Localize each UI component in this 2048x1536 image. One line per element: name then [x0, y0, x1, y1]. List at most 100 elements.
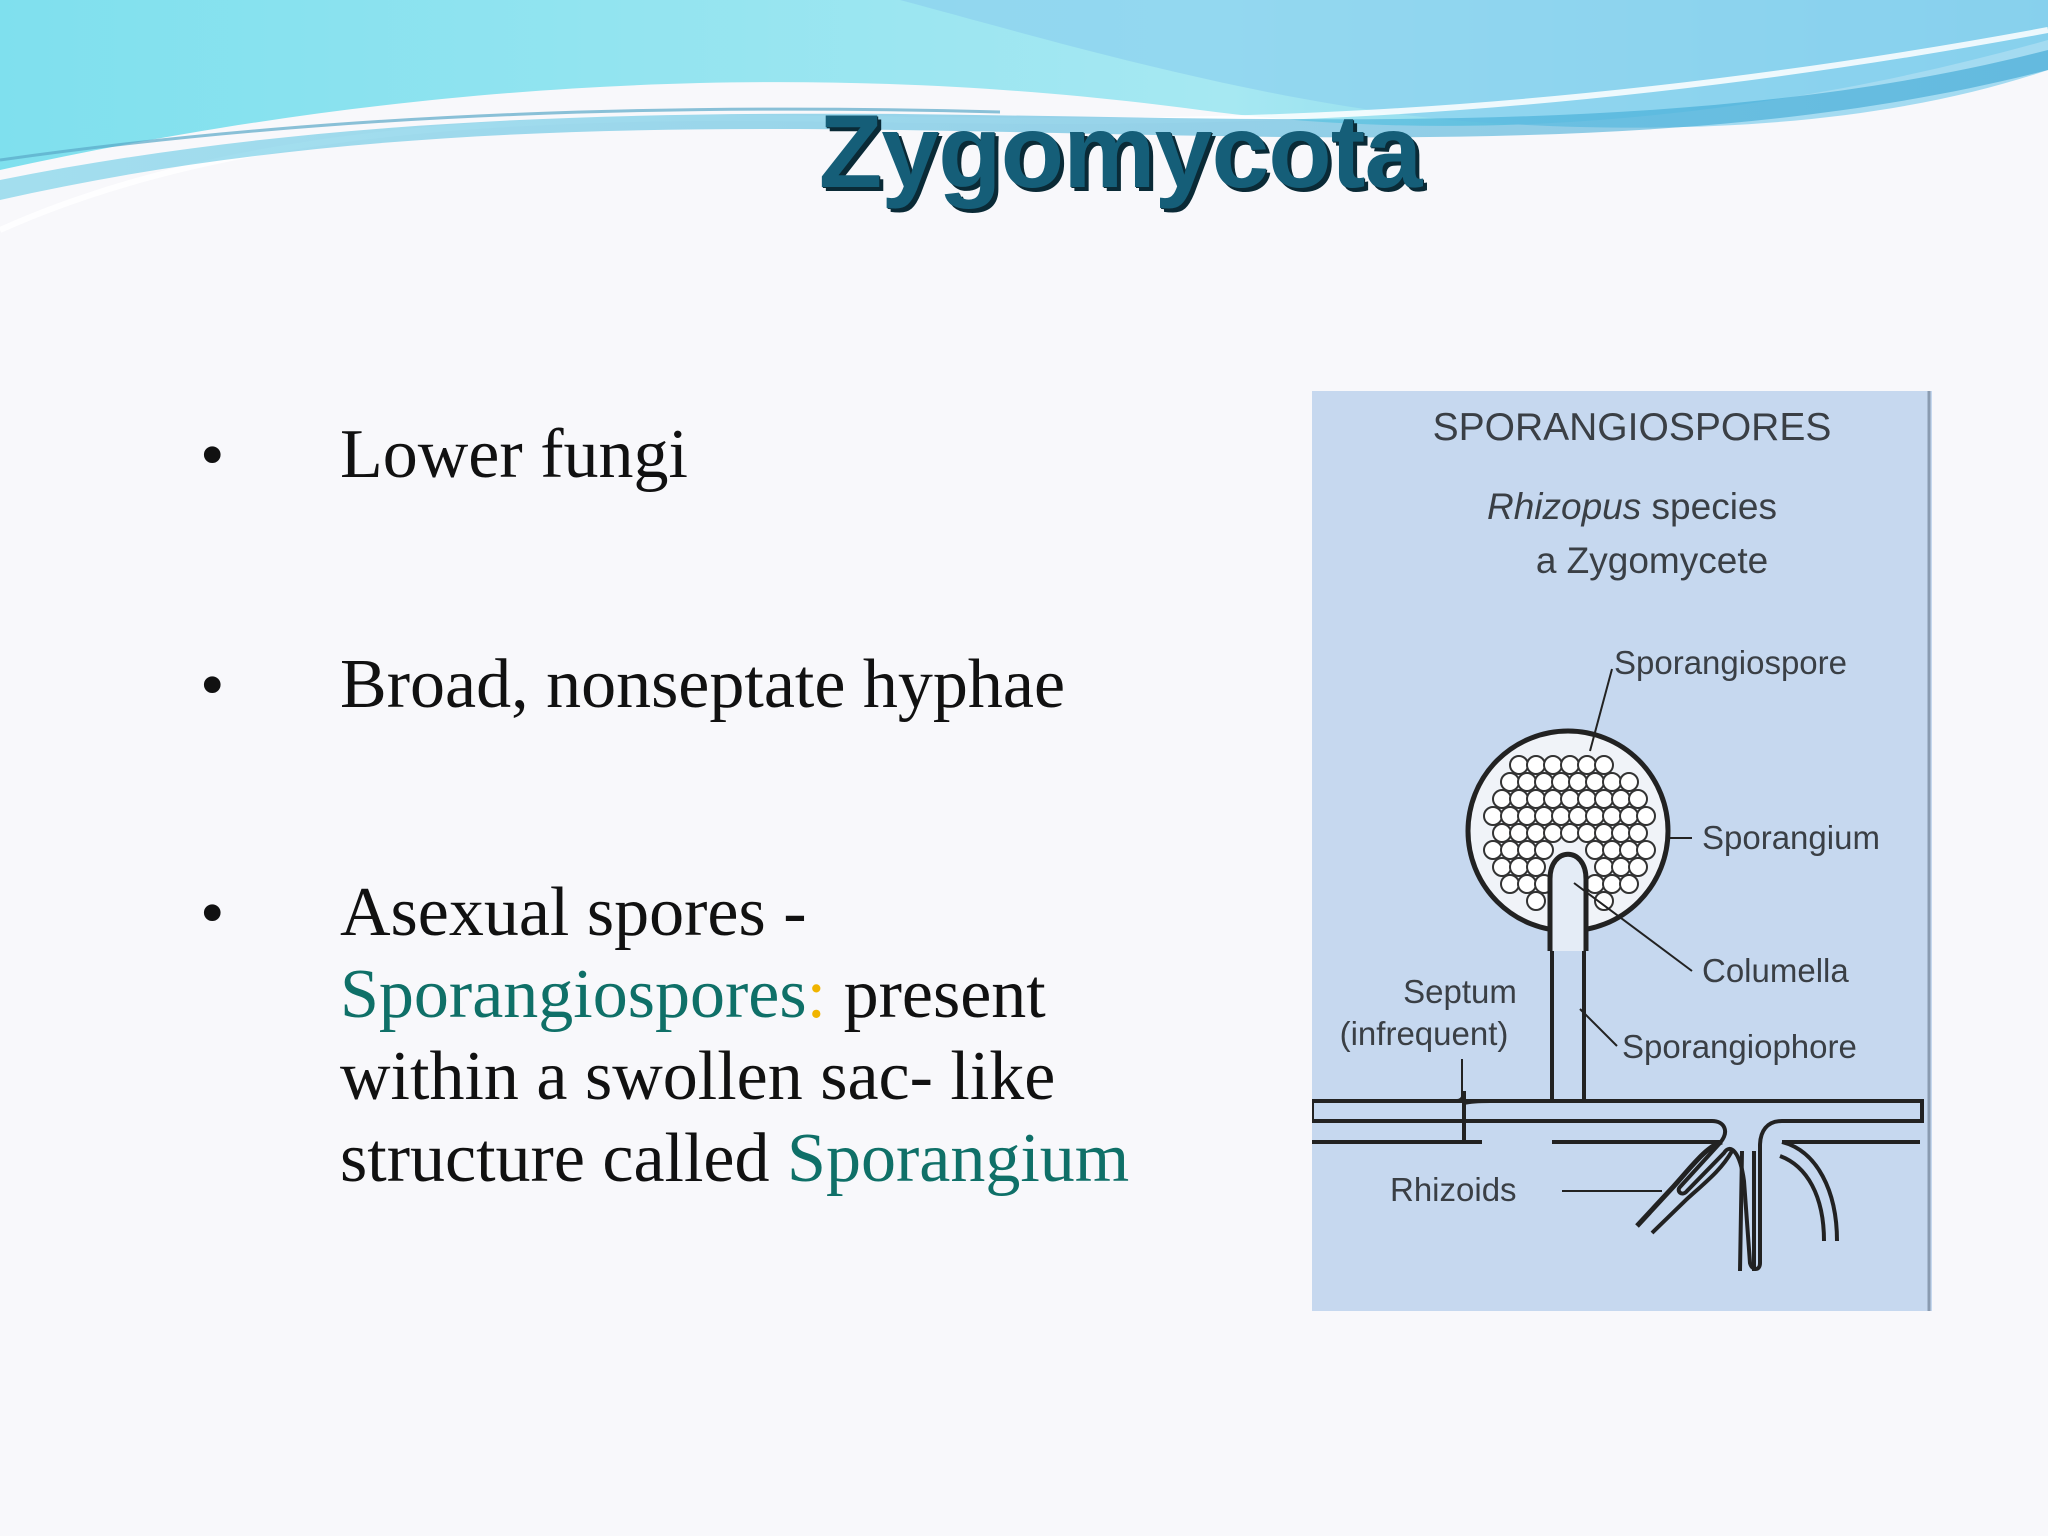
- label-septum-note: (infrequent): [1340, 1015, 1509, 1052]
- term-sporangium: Sporangium: [787, 1120, 1130, 1197]
- spore: [1594, 891, 1614, 911]
- spore: [1636, 806, 1656, 826]
- subtitle-rest: species: [1641, 486, 1777, 527]
- spore: [1602, 874, 1622, 894]
- spore: [1526, 823, 1546, 843]
- spore: [1509, 789, 1529, 809]
- spore: [1594, 755, 1614, 775]
- bullet-line-rest: present: [826, 956, 1046, 1033]
- spore: [1483, 840, 1503, 860]
- spore: [1483, 806, 1503, 826]
- bullet-line-start: structure called: [340, 1120, 788, 1197]
- label-columella: Columella: [1702, 952, 1849, 989]
- spore: [1594, 789, 1614, 809]
- spore: [1619, 840, 1639, 860]
- spore: [1585, 772, 1605, 792]
- spore: [1594, 823, 1614, 843]
- spore: [1560, 823, 1580, 843]
- spore: [1526, 857, 1546, 877]
- label-sporangiospore: Sporangiospore: [1614, 644, 1847, 681]
- spore: [1594, 857, 1614, 877]
- bullet-item: • Asexual spores - Sporangiospores: pres…: [200, 872, 1340, 1200]
- spore: [1560, 789, 1580, 809]
- columella: [1547, 851, 1589, 951]
- label-septum: Septum: [1403, 973, 1517, 1010]
- spore: [1509, 755, 1529, 775]
- spore: [1602, 772, 1622, 792]
- spore: [1517, 806, 1537, 826]
- bullet-line: structure called Sporangium: [340, 1118, 1340, 1200]
- spore: [1526, 891, 1546, 911]
- spore: [1500, 806, 1520, 826]
- slide-title: Zygomycota: [818, 94, 1423, 210]
- spore: [1509, 823, 1529, 843]
- spore: [1517, 772, 1537, 792]
- bullet-item: • Lower fungi: [200, 414, 1340, 498]
- spore: [1568, 772, 1588, 792]
- spore: [1509, 857, 1529, 877]
- spore: [1551, 772, 1571, 792]
- colon: :: [806, 956, 827, 1033]
- spore: [1611, 857, 1631, 877]
- bullet-line: within a swollen sac- like: [340, 1038, 1056, 1115]
- spore: [1517, 874, 1537, 894]
- spore: [1628, 857, 1648, 877]
- diagram-subtitle-line2: a Zygomycete: [1536, 540, 1768, 581]
- spore: [1636, 840, 1656, 860]
- spore: [1577, 755, 1597, 775]
- spore: [1517, 840, 1537, 860]
- bullet-text: Asexual spores - Sporangiospores: presen…: [340, 872, 1340, 1200]
- spore: [1492, 823, 1512, 843]
- spore: [1602, 806, 1622, 826]
- spore: [1500, 772, 1520, 792]
- spore: [1585, 874, 1605, 894]
- bullet-text: Lower fungi: [340, 416, 688, 493]
- spore: [1500, 840, 1520, 860]
- spore: [1568, 806, 1588, 826]
- spore: [1577, 789, 1597, 809]
- rhizopus-diagram: SPORANGIOSPORES Rhizopus species a Zygom…: [1312, 391, 1932, 1311]
- spore: [1585, 806, 1605, 826]
- spore: [1551, 806, 1571, 826]
- spore: [1619, 772, 1639, 792]
- bullet-icon: •: [200, 875, 225, 952]
- diagram-subtitle: Rhizopus species: [1487, 486, 1777, 527]
- spore: [1619, 806, 1639, 826]
- spore: [1560, 755, 1580, 775]
- bullet-line: Asexual spores -: [340, 874, 807, 951]
- bullet-icon: •: [200, 647, 225, 724]
- spore: [1526, 755, 1546, 775]
- sporangiophore-stalk: [1550, 951, 1586, 1101]
- header-wave-decoration: [0, 0, 2048, 233]
- spore: [1611, 823, 1631, 843]
- spore: [1500, 874, 1520, 894]
- bullet-icon: •: [200, 417, 225, 494]
- spore: [1492, 857, 1512, 877]
- spore: [1602, 840, 1622, 860]
- spore: [1619, 874, 1639, 894]
- spore: [1628, 823, 1648, 843]
- spore: [1628, 789, 1648, 809]
- spore: [1492, 789, 1512, 809]
- label-sporangiophore: Sporangiophore: [1622, 1028, 1857, 1065]
- diagram-heading: SPORANGIOSPORES: [1433, 406, 1832, 449]
- spore: [1534, 772, 1554, 792]
- spore: [1543, 755, 1563, 775]
- label-sporangium: Sporangium: [1702, 819, 1880, 856]
- spore: [1543, 823, 1563, 843]
- genus-name: Rhizopus: [1487, 486, 1641, 527]
- spore: [1526, 789, 1546, 809]
- spore: [1577, 823, 1597, 843]
- bullet-text: Broad, nonseptate hyphae: [340, 646, 1066, 723]
- spores: [1483, 755, 1656, 911]
- spore: [1534, 806, 1554, 826]
- bullet-item: • Broad, nonseptate hyphae: [200, 644, 1340, 728]
- spore: [1611, 789, 1631, 809]
- spore: [1543, 789, 1563, 809]
- spore: [1534, 840, 1554, 860]
- label-rhizoids: Rhizoids: [1390, 1171, 1517, 1208]
- term-sporangiospores: Sporangiospores: [340, 956, 807, 1033]
- bullet-line: Sporangiospores: present: [340, 954, 1340, 1036]
- spore: [1585, 840, 1605, 860]
